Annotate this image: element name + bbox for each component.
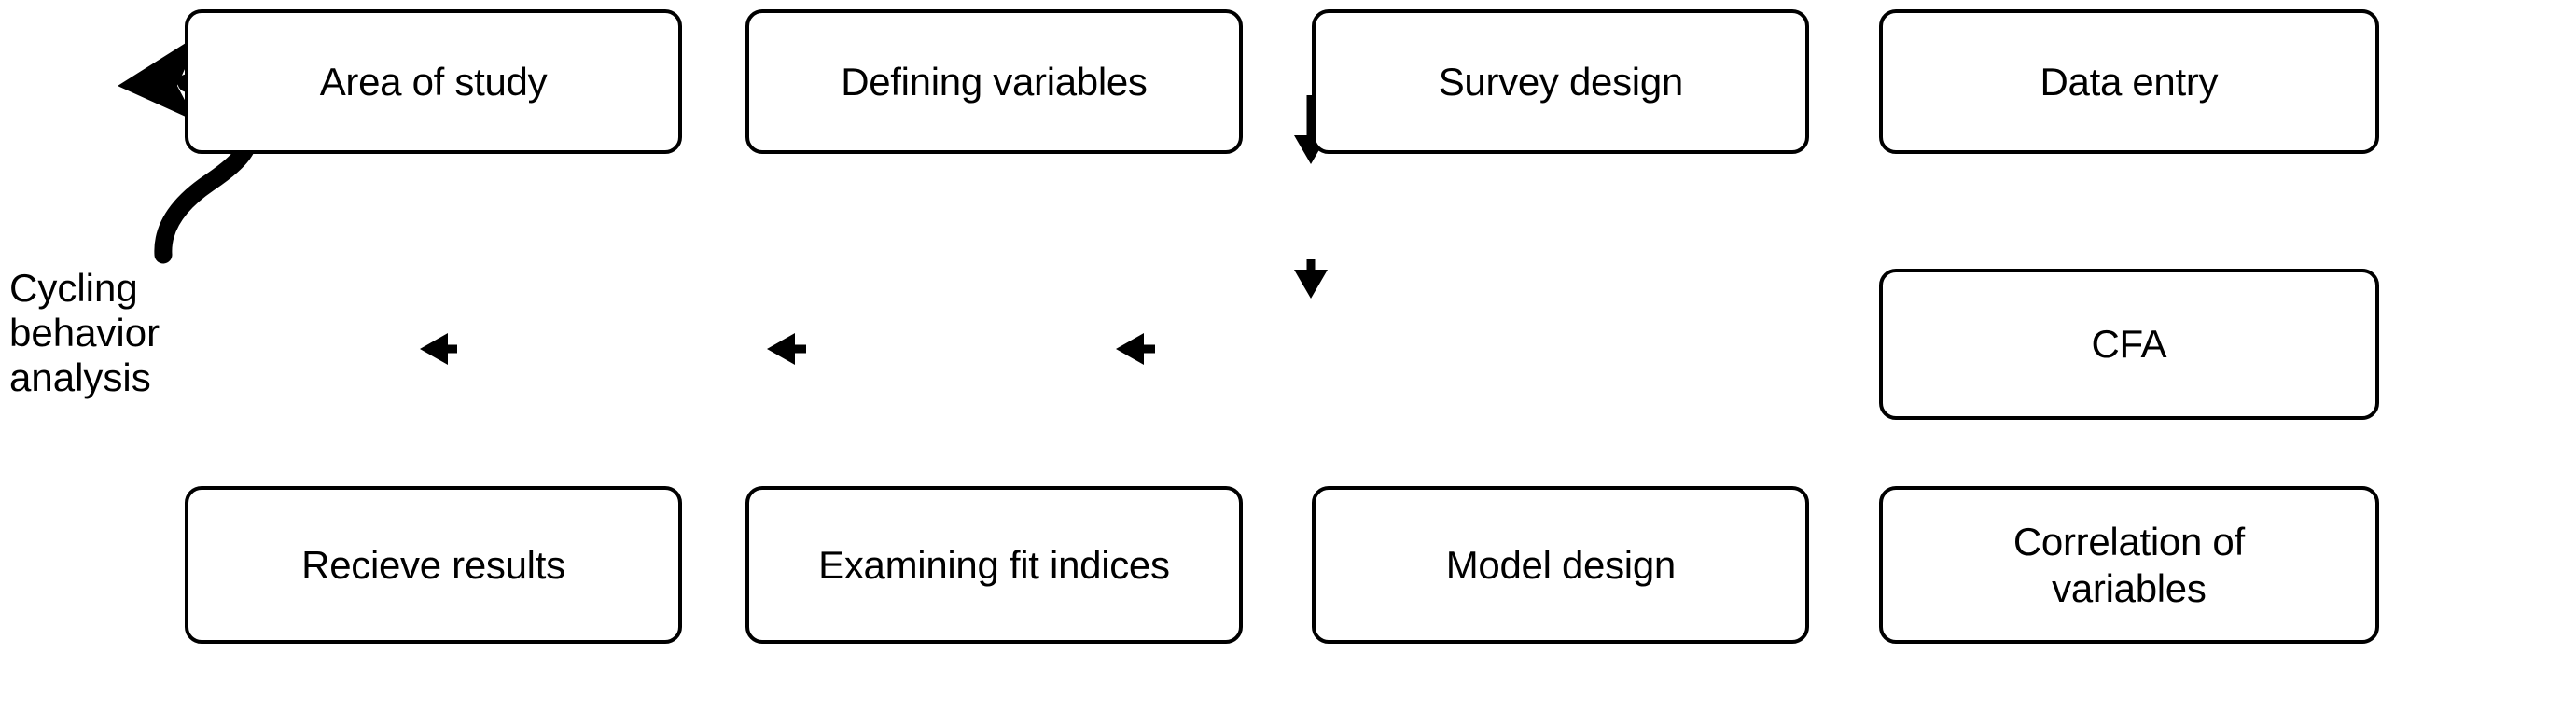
node-label-examining-fit-indices: Examining fit indices [818, 542, 1170, 587]
node-label-model-design: Model design [1445, 542, 1677, 587]
node-label-correlation-of-variables: Correlation of variables [2012, 520, 2245, 610]
node-label-area-of-study: Area of study [319, 59, 548, 104]
node-recieve-results[interactable]: Recieve results [185, 486, 682, 644]
node-label-data-entry: Data entry [2040, 59, 2219, 104]
node-area-of-study[interactable]: Area of study [185, 8, 682, 155]
edge-examining-to-recieve-arrow [420, 333, 457, 365]
node-label-defining-variables: Defining variables [841, 59, 1148, 104]
node-survey-design[interactable]: Survey design [1312, 8, 1810, 155]
cycling-behavior-analysis-caption: Cycling behavior analysis [9, 266, 160, 399]
node-cfa[interactable]: CFA [1878, 269, 2379, 421]
edge-correlation-to-model-arrow [1116, 333, 1155, 365]
node-defining-variables[interactable]: Defining variables [745, 8, 1243, 155]
node-label-cfa: CFA [2091, 322, 2167, 367]
node-label-recieve-results: Recieve results [301, 542, 565, 587]
node-examining-fit-indices[interactable]: Examining fit indices [745, 486, 1243, 644]
node-data-entry[interactable]: Data entry [1878, 8, 2379, 155]
edge-cfa-to-correlation-arrow [1294, 259, 1328, 299]
node-model-design[interactable]: Model design [1312, 486, 1810, 644]
edge-model-to-examining-arrow [767, 333, 806, 365]
node-correlation-of-variables[interactable]: Correlation of variables [1878, 486, 2379, 644]
node-label-survey-design: Survey design [1438, 59, 1684, 104]
